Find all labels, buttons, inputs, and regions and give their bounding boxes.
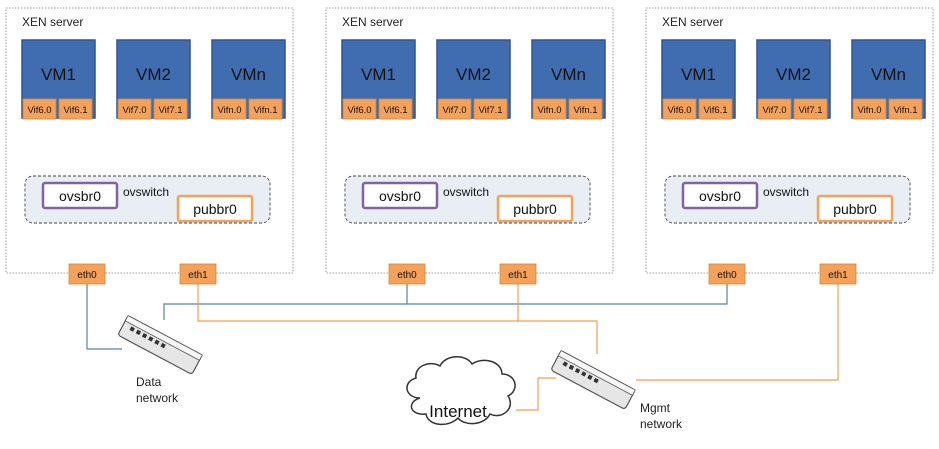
vm-label: VM1 — [361, 65, 396, 84]
eth0-to-data-switch-wire — [86, 284, 122, 350]
ovswitch-label: ovswitch — [763, 185, 809, 199]
vif-port — [378, 98, 413, 120]
vif-port-label: Vif7.1 — [478, 105, 502, 116]
ovsbr0-label: ovsbr0 — [59, 188, 101, 204]
nic-label: eth1 — [188, 270, 208, 281]
vif-port — [58, 98, 93, 120]
vif-port — [852, 98, 887, 120]
vif-port-label: Vifn.1 — [893, 105, 917, 116]
mgmt-network-label-line1: Mgmt — [640, 401, 671, 415]
vif-port-label: Vifn.0 — [857, 105, 881, 116]
vif-port — [757, 98, 792, 120]
internet-label: Internet — [429, 402, 487, 421]
vif-port — [662, 98, 697, 120]
pubbr0-label: pubbr0 — [193, 201, 237, 217]
vif-port-label: Vif7.0 — [762, 105, 786, 116]
ovswitch-label: ovswitch — [123, 185, 169, 199]
mgmt-network-label-line2: network — [640, 417, 683, 431]
vif-port — [437, 98, 472, 120]
cloud-icon — [406, 356, 516, 426]
vif-port — [212, 98, 247, 120]
nic-port — [388, 263, 426, 285]
vif-port-label: Vif6.1 — [703, 105, 727, 116]
vm-label: VMn — [871, 65, 906, 84]
nic-port — [708, 263, 746, 285]
vif-port — [473, 98, 508, 120]
vif-port-label: Vif7.0 — [442, 105, 466, 116]
server-title: XEN server — [22, 15, 83, 29]
vm-label: VM2 — [136, 65, 171, 84]
data-switch-to-eth0-wire — [407, 284, 728, 305]
internet-to-mgmt-switch-wire — [516, 377, 556, 411]
ovsbr0-bridge — [681, 181, 759, 210]
data-switch-icon — [118, 315, 203, 374]
ovsbr0-bridge — [361, 181, 439, 210]
vif-port-label: Vif6.0 — [27, 105, 51, 116]
vif-port — [117, 98, 152, 120]
pubbr0-bridge — [176, 194, 254, 223]
vif-port — [568, 98, 603, 120]
vif-port — [698, 98, 733, 120]
ovsbr0-bridge — [41, 181, 119, 210]
ovsbr0-label: ovsbr0 — [699, 188, 741, 204]
nic-label: eth0 — [397, 270, 417, 281]
vm-label: VMn — [231, 65, 266, 84]
vm-label: VMn — [551, 65, 586, 84]
vif-port — [793, 98, 828, 120]
server-title: XEN server — [662, 15, 723, 29]
nic-label: eth0 — [77, 270, 97, 281]
nic-port — [68, 263, 106, 285]
mgmt-network-switch: Mgmt network — [551, 350, 683, 431]
nic-label: eth0 — [717, 270, 737, 281]
nic-port — [179, 263, 217, 285]
nic-port — [819, 263, 857, 285]
data-network-label-line2: network — [136, 391, 179, 405]
vif-port-label: Vifn.1 — [253, 105, 277, 116]
nic-label: eth1 — [828, 270, 848, 281]
vif-port — [532, 98, 567, 120]
ovsbr0-label: ovsbr0 — [379, 188, 421, 204]
vif-port-label: Vif6.1 — [383, 105, 407, 116]
vif-port-label: Vifn.0 — [537, 105, 561, 116]
vif-port-label: Vifn.1 — [573, 105, 597, 116]
eth1-to-mgmt-switch-wire — [636, 284, 839, 381]
server-title: XEN server — [342, 15, 403, 29]
nic-port — [499, 263, 537, 285]
pubbr0-label: pubbr0 — [833, 201, 877, 217]
ovswitch-label: ovswitch — [443, 185, 489, 199]
mgmt-switch-icon — [551, 350, 636, 409]
data-switch-to-eth0-wire — [163, 284, 408, 320]
vif-port — [248, 98, 283, 120]
data-network-switch: Data network — [118, 315, 203, 405]
vif-port — [888, 98, 923, 120]
data-network-label-line1: Data — [136, 375, 162, 389]
vm-label: VM2 — [776, 65, 811, 84]
vif-port — [342, 98, 377, 120]
nic-label: eth1 — [508, 270, 528, 281]
vif-port-label: Vifn.0 — [217, 105, 241, 116]
vif-port-label: Vif7.0 — [122, 105, 146, 116]
vm-label: VM1 — [681, 65, 716, 84]
vif-port-label: Vif7.1 — [158, 105, 182, 116]
pubbr0-bridge — [816, 194, 894, 223]
vif-port-label: Vif6.1 — [63, 105, 87, 116]
vm-label: VM2 — [456, 65, 491, 84]
vif-port-label: Vif7.1 — [798, 105, 822, 116]
vm-label: VM1 — [41, 65, 76, 84]
eth1-to-mgmt-switch-wire — [197, 284, 598, 354]
internet-cloud: Internet — [406, 356, 516, 426]
vif-port-label: Vif6.0 — [667, 105, 691, 116]
pubbr0-label: pubbr0 — [513, 201, 557, 217]
vif-port — [22, 98, 57, 120]
vif-port — [153, 98, 188, 120]
pubbr0-bridge — [496, 194, 574, 223]
vif-port-label: Vif6.0 — [347, 105, 371, 116]
